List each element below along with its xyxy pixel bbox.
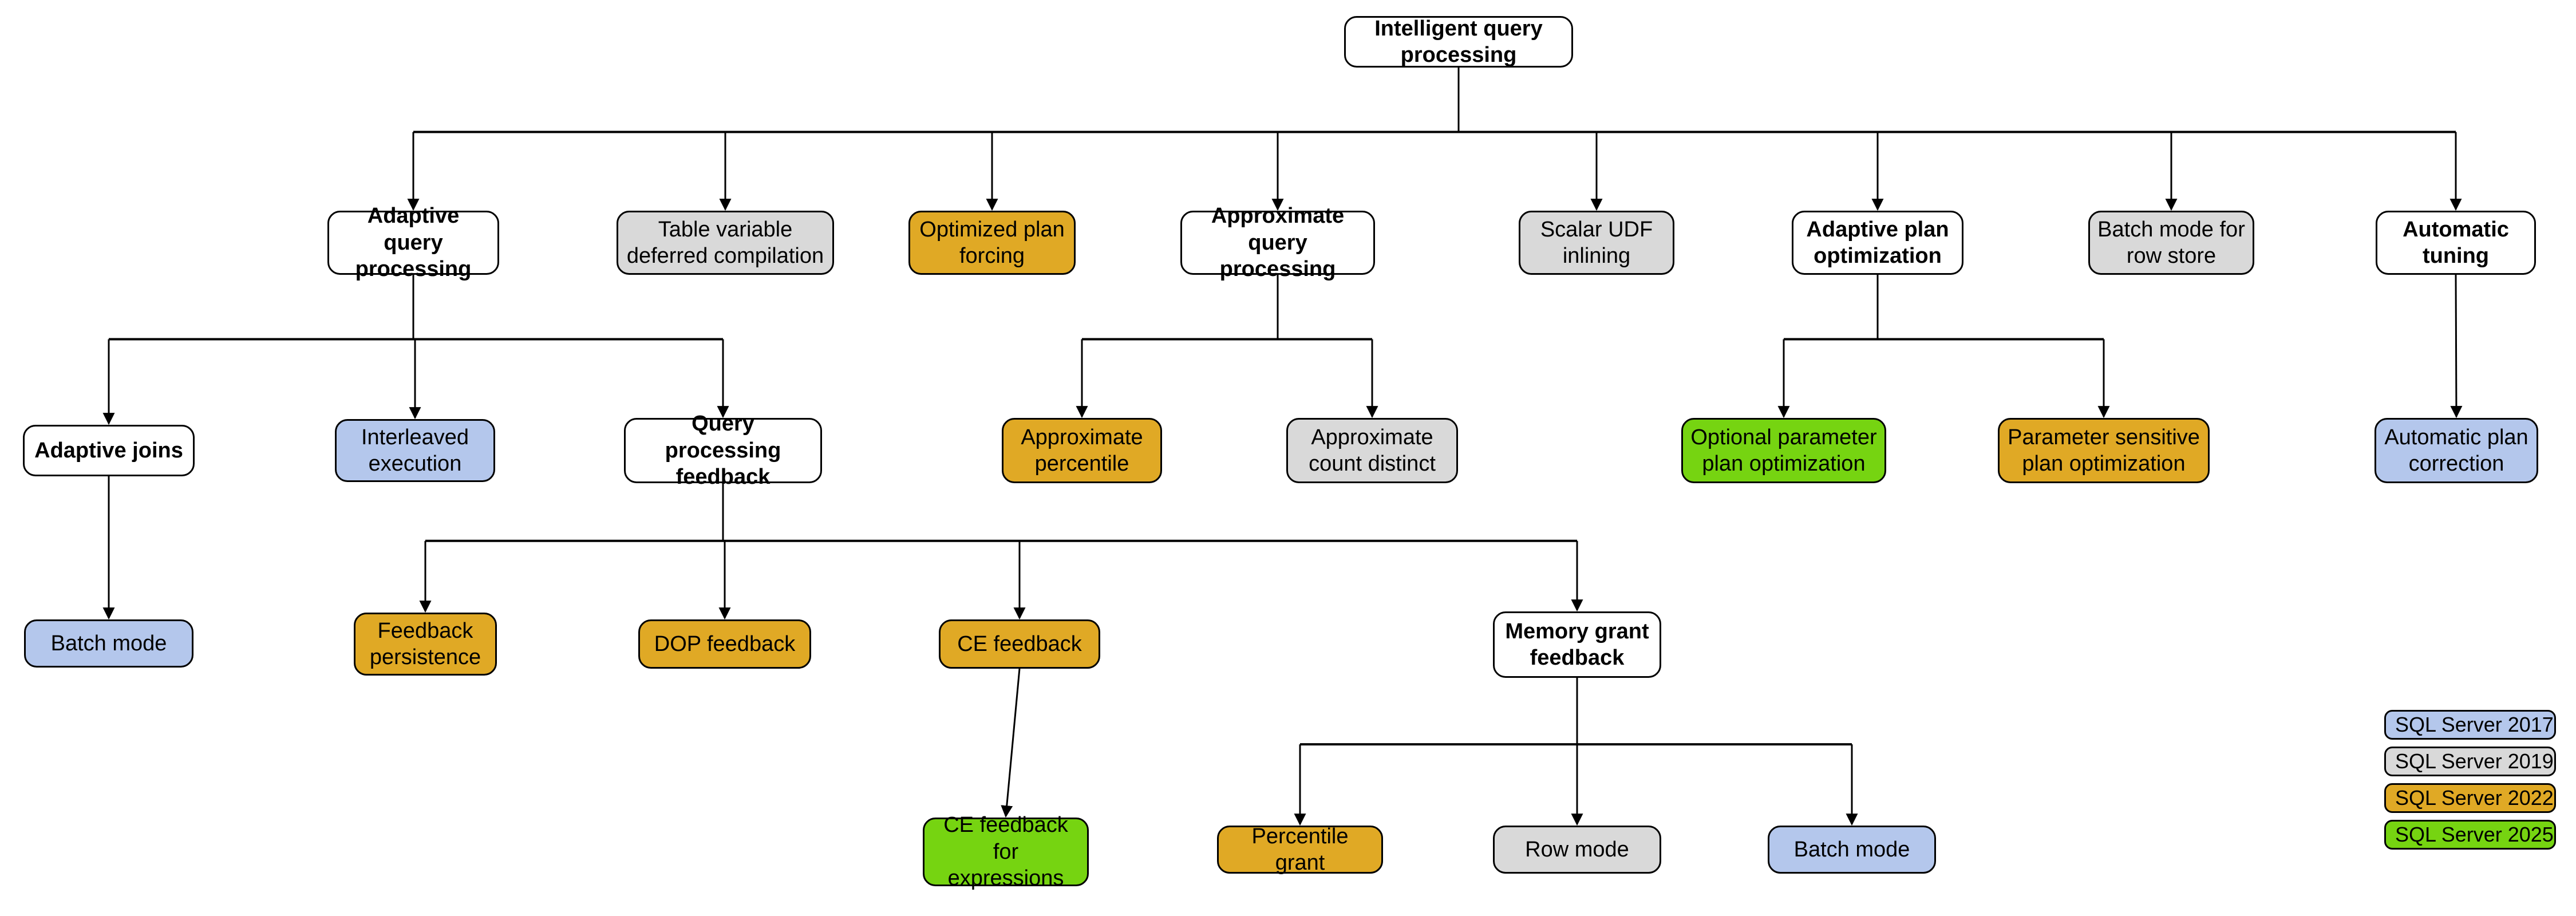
node-label: Approximate count distinct: [1309, 425, 1436, 476]
node-apo[interactable]: Adaptive plan optimization: [1792, 211, 1963, 275]
node-label: CE feedback for expressions: [943, 813, 1068, 891]
legend-item-0: SQL Server 2017: [2384, 710, 2556, 740]
node-label: Automatic plan correction: [2384, 425, 2528, 476]
node-interleaved[interactable]: Interleaved execution: [335, 419, 495, 482]
node-approxpct[interactable]: Approximate percentile: [1002, 418, 1162, 483]
node-adaptivejoins[interactable]: Adaptive joins: [23, 425, 195, 476]
legend-item-label: SQL Server 2017: [2395, 713, 2554, 736]
node-rowmode[interactable]: Row mode: [1493, 826, 1661, 874]
node-label: Batch mode: [1793, 837, 1910, 862]
node-label: Row mode: [1525, 837, 1629, 862]
node-oppo[interactable]: Optional parameter plan optimization: [1681, 418, 1886, 483]
node-label: Memory grant feedback: [1505, 619, 1649, 670]
node-udf[interactable]: Scalar UDF inlining: [1519, 211, 1674, 275]
node-label: Batch mode: [50, 631, 167, 656]
node-approxcount[interactable]: Approximate count distinct: [1286, 418, 1458, 483]
node-batchmode1[interactable]: Batch mode: [24, 619, 193, 668]
legend-item-label: SQL Server 2019: [2395, 749, 2554, 773]
node-batchmode2[interactable]: Batch mode: [1768, 826, 1936, 874]
node-approx[interactable]: Approximate query processing: [1180, 204, 1375, 281]
node-psp[interactable]: Parameter sensitive plan optimization: [1998, 418, 2210, 483]
node-label: Adaptive query processing: [355, 204, 472, 282]
node-label: Adaptive joins: [34, 438, 183, 463]
edge-segment: [1001, 668, 1021, 818]
node-dopfeedback[interactable]: DOP feedback: [638, 619, 811, 669]
node-label: Optimized plan forcing: [919, 217, 1065, 268]
node-label: Feedback persistence: [369, 618, 481, 669]
legend-item-label: SQL Server 2025: [2395, 823, 2554, 846]
node-label: Percentile grant: [1251, 824, 1349, 875]
legend-item-2: SQL Server 2022: [2384, 783, 2556, 813]
node-label: Adaptive plan optimization: [1806, 217, 1949, 268]
node-label: Batch mode for row store: [2097, 217, 2245, 268]
node-apc[interactable]: Automatic plan correction: [2374, 418, 2538, 483]
node-memgrant[interactable]: Memory grant feedback: [1493, 611, 1661, 678]
node-bmrs[interactable]: Batch mode for row store: [2088, 211, 2254, 275]
node-label: Approximate percentile: [1021, 425, 1143, 476]
node-pctgrant[interactable]: Percentile grant: [1217, 824, 1383, 875]
node-opf[interactable]: Optimized plan forcing: [908, 211, 1076, 275]
node-label: Interleaved execution: [361, 425, 469, 476]
node-label: DOP feedback: [654, 631, 796, 656]
node-label: Approximate query processing: [1211, 204, 1345, 282]
node-tvdc[interactable]: Table variable deferred compilation: [617, 211, 834, 275]
node-cefeedback[interactable]: CE feedback: [939, 619, 1100, 669]
node-label: Query processing feedback: [665, 412, 781, 489]
legend-item-3: SQL Server 2025: [2384, 820, 2556, 850]
node-label: Optional parameter plan optimization: [1690, 425, 1877, 476]
node-autotune[interactable]: Automatic tuning: [2376, 211, 2536, 275]
legend-item-1: SQL Server 2019: [2384, 747, 2556, 776]
node-qpf[interactable]: Query processing feedback: [624, 412, 822, 489]
node-root[interactable]: Intelligent query processing: [1344, 16, 1573, 68]
node-label: Parameter sensitive plan optimization: [2008, 425, 2200, 476]
node-feedbackpers[interactable]: Feedback persistence: [354, 613, 497, 676]
node-label: Intelligent query processing: [1374, 16, 1543, 67]
node-label: CE feedback: [957, 631, 1082, 656]
node-label: Scalar UDF inlining: [1540, 217, 1653, 268]
node-label: Automatic tuning: [2403, 217, 2509, 268]
legend-item-label: SQL Server 2022: [2395, 786, 2554, 810]
node-cefeedbackexpr[interactable]: CE feedback for expressions: [923, 813, 1089, 890]
node-label: Table variable deferred compilation: [626, 217, 824, 268]
node-aqp[interactable]: Adaptive query processing: [327, 204, 499, 281]
